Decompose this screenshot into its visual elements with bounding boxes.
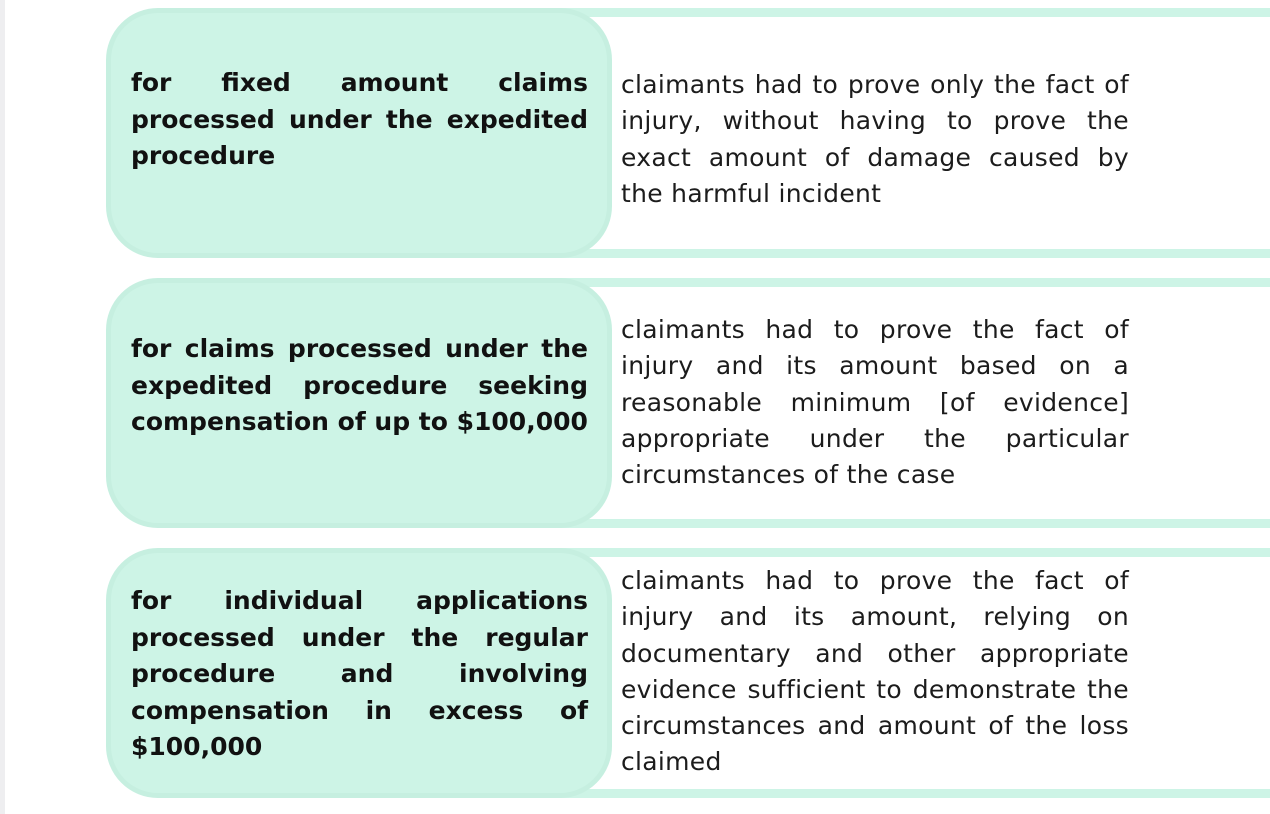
row-label: for fixed amount claims processed under … xyxy=(131,68,588,170)
row-label-pill xyxy=(106,278,612,528)
row-label: for claims processed under the expedited… xyxy=(131,334,588,436)
row-label: for individual applications processed un… xyxy=(131,586,588,761)
row-description: claimants had to prove the fact of injur… xyxy=(621,566,1129,777)
row-label-pill xyxy=(106,548,612,798)
evidence-row-2: for claims processed under the expedited… xyxy=(0,278,1270,528)
row-bottom-band xyxy=(560,249,1270,258)
evidence-row-1: for fixed amount claims processed under … xyxy=(0,8,1270,258)
row-top-band xyxy=(560,278,1270,287)
row-description: claimants had to prove only the fact of … xyxy=(621,70,1129,208)
row-top-band xyxy=(560,8,1270,17)
row-description: claimants had to prove the fact of injur… xyxy=(621,315,1129,490)
row-bottom-band xyxy=(560,519,1270,528)
row-bottom-band xyxy=(560,789,1270,798)
page-left-edge xyxy=(0,0,5,814)
row-label-pill xyxy=(106,8,612,258)
evidence-row-3: for individual applications processed un… xyxy=(0,548,1270,798)
row-top-band xyxy=(560,548,1270,557)
